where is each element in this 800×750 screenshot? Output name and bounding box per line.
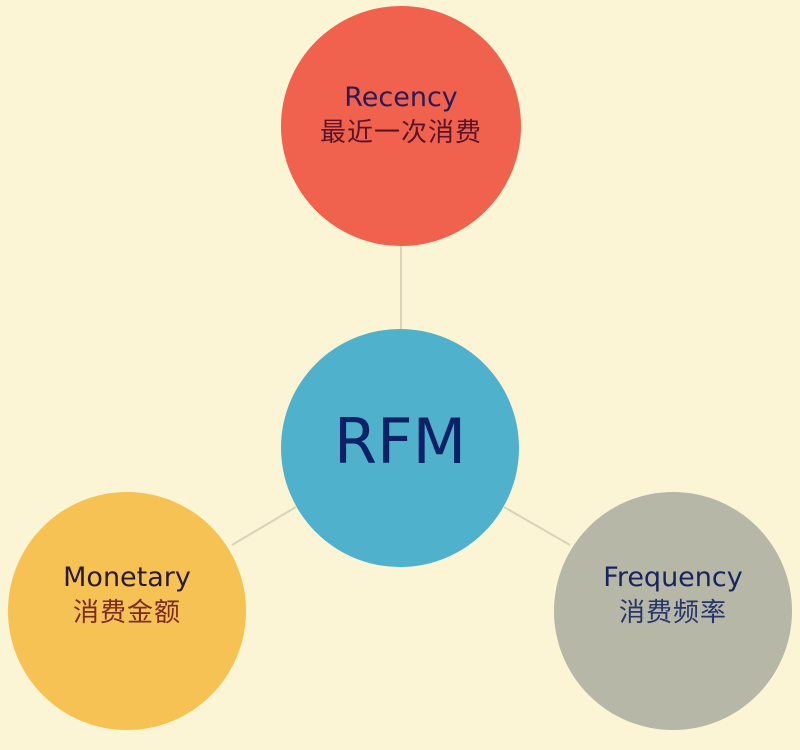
node-frequency: Frequency 消费频率 xyxy=(554,492,792,730)
node-rfm-center: RFM xyxy=(281,329,519,567)
monetary-label-en: Monetary xyxy=(63,562,191,593)
recency-label-zh: 最近一次消费 xyxy=(319,118,482,148)
edge-rfm-frequency xyxy=(503,506,571,546)
monetary-label-zh: 消费金额 xyxy=(72,598,181,628)
node-recency: Recency 最近一次消费 xyxy=(281,6,521,246)
edge-rfm-monetary xyxy=(231,506,297,546)
rfm-label: RFM xyxy=(333,405,467,478)
recency-label-en: Recency xyxy=(344,82,458,113)
node-monetary: Monetary 消费金额 xyxy=(8,492,246,730)
frequency-label-zh: 消费频率 xyxy=(618,598,727,628)
frequency-label-en: Frequency xyxy=(603,562,743,593)
